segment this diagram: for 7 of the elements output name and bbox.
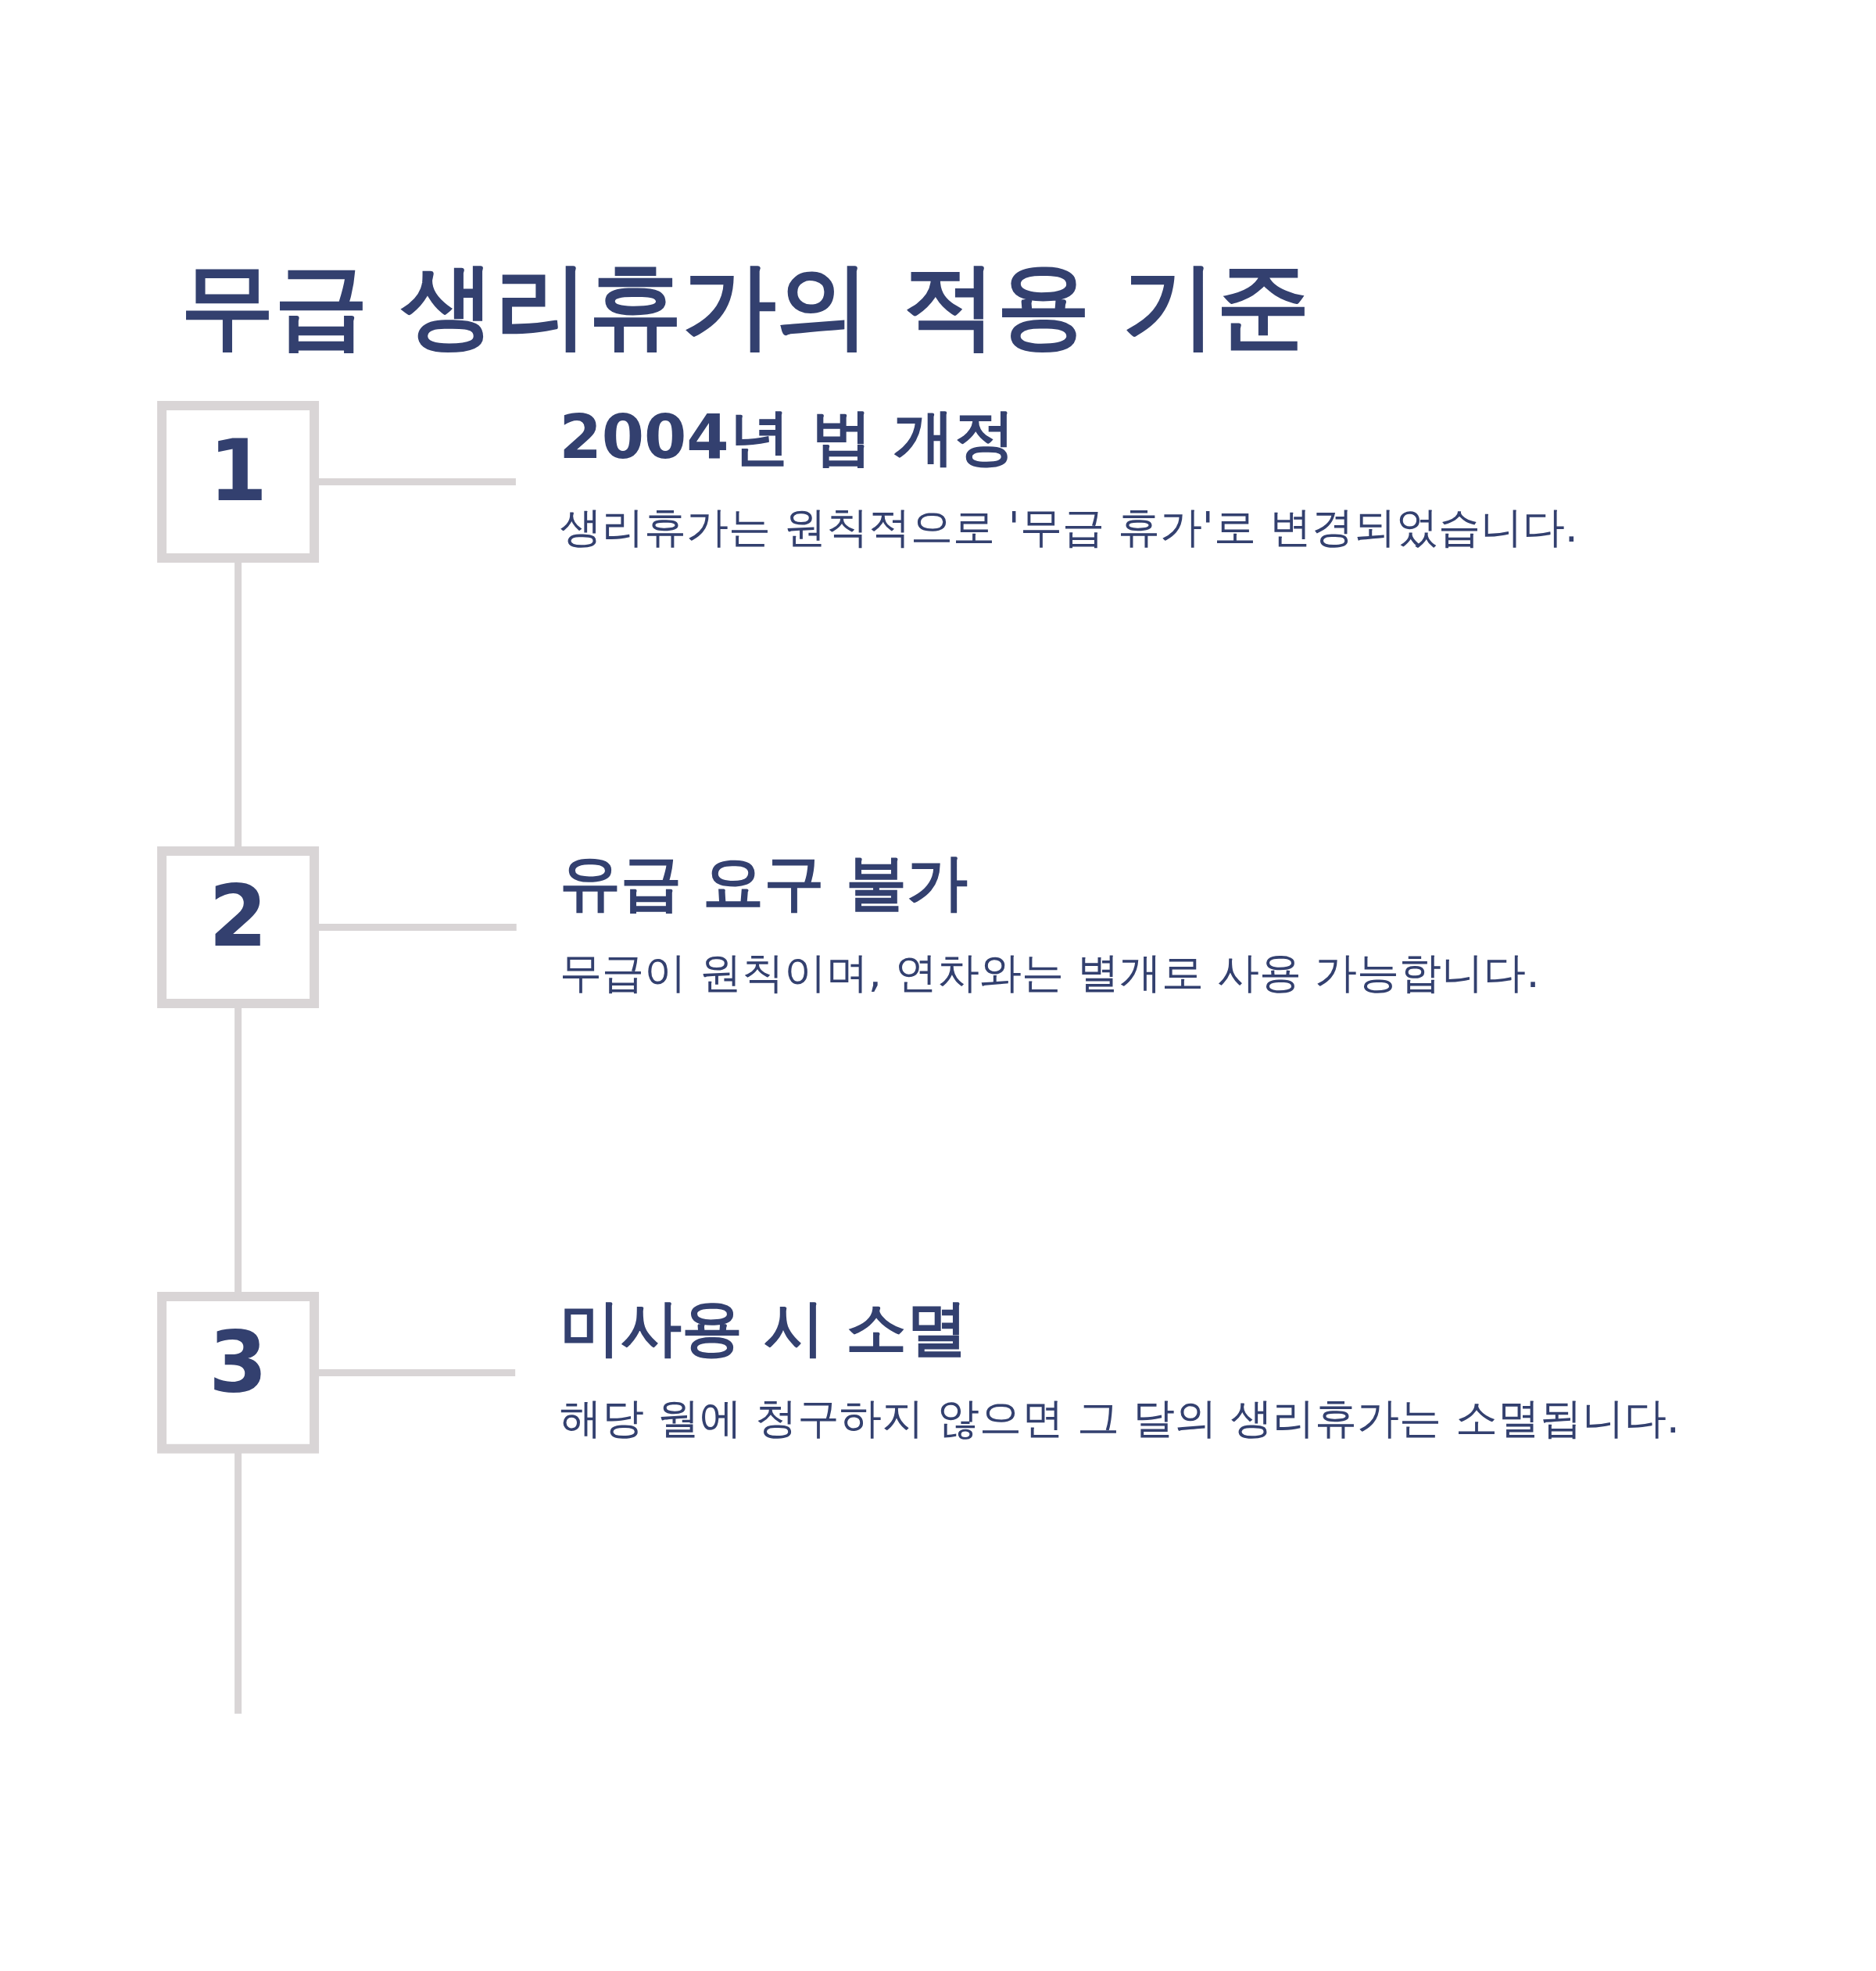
node-text: 유급 요구 불가 무급이 원칙이며, 연차와는 별개로 사용 가능합니다.: [559, 846, 1540, 997]
node-box: 1: [157, 401, 320, 563]
node-text: 미사용 시 소멸 해당 월에 청구하지 않으면 그 달의 생리휴가는 소멸됩니다.: [559, 1292, 1680, 1443]
node-box: 2: [157, 846, 320, 1008]
diagram-title: 무급 생리휴가의 적용 기준: [181, 250, 1311, 360]
node-text: 2004년 법 개정 생리휴가는 원칙적으로 '무급 휴가'로 변경되었습니다.: [559, 401, 1579, 552]
node-box: 3: [157, 1291, 320, 1454]
